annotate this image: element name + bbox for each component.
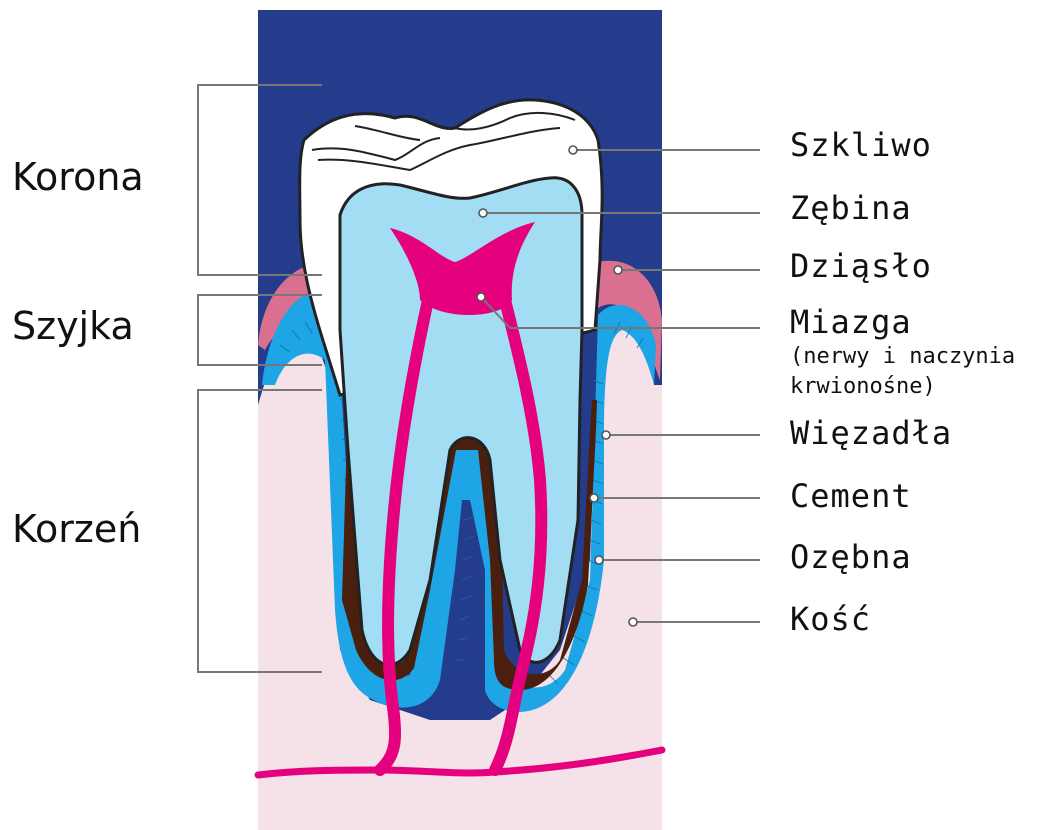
wiezadla-marker [602,431,610,439]
label-miazga-note-line1: (nerwy i naczynia [790,343,1015,371]
label-kosc: Kość [790,603,871,635]
label-szyjka: Szyjka [12,307,134,345]
dziaslo-marker [614,266,622,274]
label-cement: Cement [790,480,912,512]
label-korzen: Korzeń [12,510,141,548]
kosc-marker [629,618,637,626]
label-zebina: Zębina [790,192,912,224]
label-wiezadla: Więzadła [790,417,952,449]
label-miazga: Miazga [790,306,912,338]
label-ozebna: Ozębna [790,541,912,573]
ozebna-marker [595,556,603,564]
label-dziaslo: Dziąsło [790,250,932,282]
zebina-marker [479,209,487,217]
szkliwo-marker [569,146,577,154]
cement-marker [590,494,598,502]
label-miazga-note-line2: krwionośne) [790,373,936,401]
miazga-marker [477,293,485,301]
label-szkliwo: Szkliwo [790,129,932,161]
label-korona: Korona [12,158,144,196]
